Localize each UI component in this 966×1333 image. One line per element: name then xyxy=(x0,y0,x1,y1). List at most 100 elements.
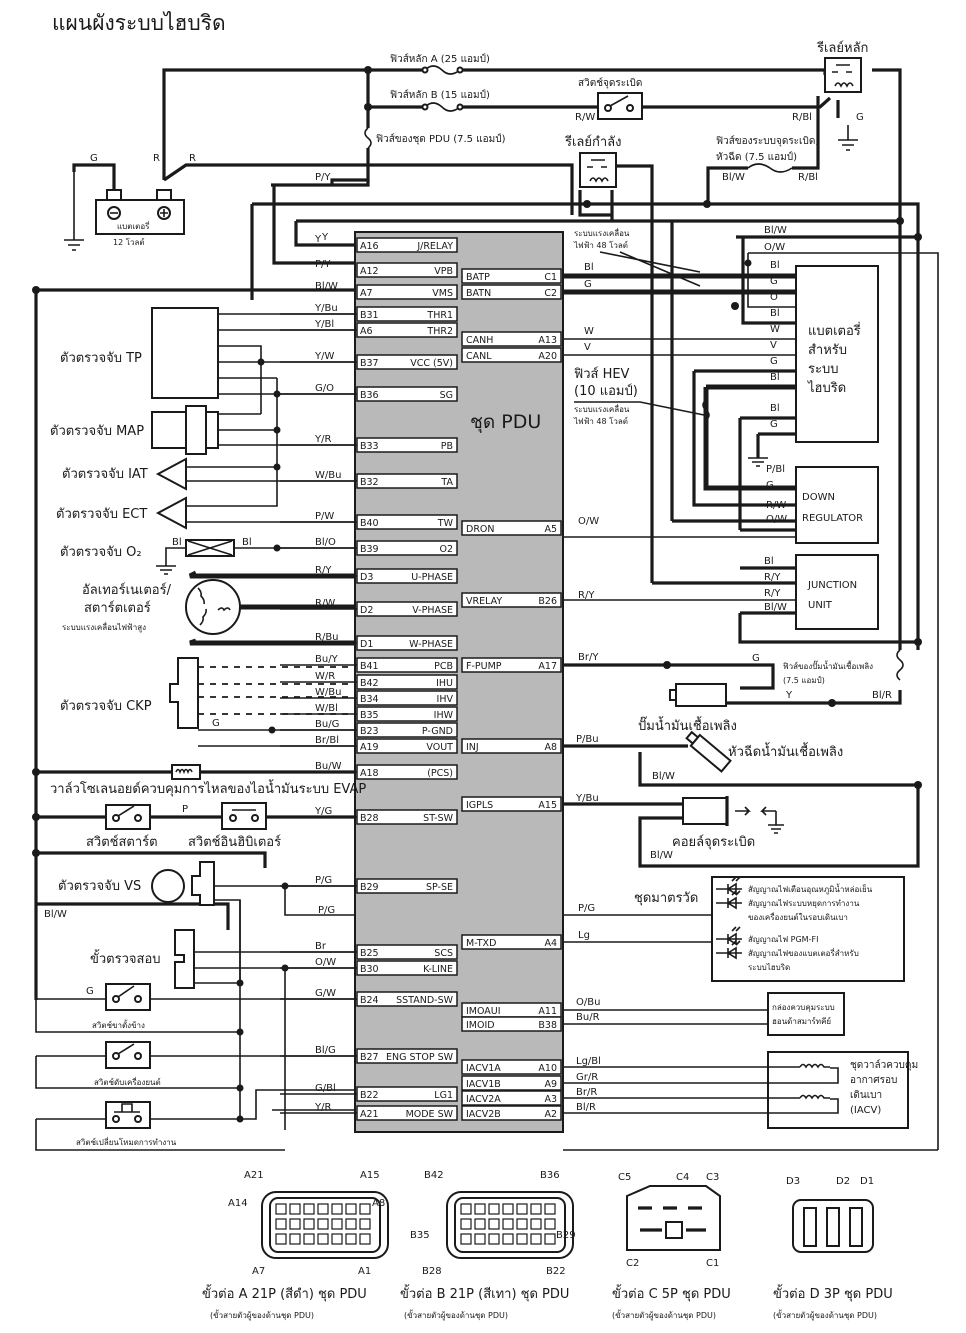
wire-label-py: P/Y xyxy=(315,172,331,183)
junction-pin-wire: Bl xyxy=(764,556,774,567)
pin-function: IMOAUI xyxy=(466,1006,501,1017)
connector-terminal xyxy=(488,1203,500,1215)
connector-terminal xyxy=(474,1233,486,1245)
gear-icon xyxy=(151,869,185,903)
iacv-label-1: ชุดวาล์วควบคุม xyxy=(850,1059,918,1071)
connector-terminal xyxy=(359,1203,371,1215)
fuel-pump xyxy=(563,649,904,707)
iacv-wire-color: Br/R xyxy=(576,1087,597,1098)
wire-label-vrelay-ry: R/Y xyxy=(578,590,595,601)
connector-terminal xyxy=(516,1233,528,1245)
wire-color-label: P/W xyxy=(315,511,334,522)
pin-function: IHU xyxy=(436,678,453,689)
connector-pin-callout: B28 xyxy=(422,1266,442,1277)
pin-id: A5 xyxy=(544,524,557,535)
connector-d-sub: (ขั้วสายตัวผู้ของด้านชุด PDU) xyxy=(773,1309,877,1321)
down-reg-pin-wire: P/Bl xyxy=(766,464,785,475)
battery-pin-wire: G xyxy=(770,419,778,430)
wire-label-canh-w: W xyxy=(584,326,594,337)
pin-function: IACV1A xyxy=(466,1063,501,1074)
warning-led-icon xyxy=(716,940,742,960)
alternator-label-2: สตาร์ตเตอร์ xyxy=(84,600,151,616)
pin-function: M-TXD xyxy=(466,938,496,949)
wire-color-label: Y xyxy=(314,234,322,245)
fuel-pump-label: ปั๊มน้ำมันเชื้อเพลิง xyxy=(638,716,737,734)
battery-pin-wire: G xyxy=(770,356,778,367)
wire-label-o2-bl1: Bl xyxy=(172,537,182,548)
pin-function: IGPLS xyxy=(466,800,493,811)
connector-pin-callout: C5 xyxy=(618,1172,631,1183)
pin-id: B35 xyxy=(360,710,379,721)
connector-pin-callout: B42 xyxy=(424,1170,444,1181)
connector-terminal xyxy=(488,1218,500,1230)
pin-id: A18 xyxy=(360,768,379,779)
connector-d-title: ขั้วต่อ D 3P ชุด PDU xyxy=(773,1284,893,1302)
wire-label-inj-pbu: P/Bu xyxy=(576,734,599,745)
down-reg-pin-wire: R/W xyxy=(766,500,786,511)
hv-48v-note-2a: ระบบแรงเคลื่อน xyxy=(574,403,630,414)
pin-function: VCC (5V) xyxy=(410,358,453,369)
hybrid-battery xyxy=(563,235,939,1150)
wire-color-label: W/R xyxy=(315,671,335,682)
connector-pin-callout: A14 xyxy=(228,1198,248,1209)
wire-label-r1: R xyxy=(153,153,160,164)
pin-id: A16 xyxy=(360,241,379,252)
battery-pin-wire: Bl xyxy=(770,260,780,271)
warning-led-icon xyxy=(716,876,742,896)
wire-color-label: R/Y xyxy=(315,565,332,576)
pin-id: C2 xyxy=(544,288,557,299)
pin-function: W-PHASE xyxy=(409,639,453,650)
pin-function: BATN xyxy=(466,288,491,299)
engine-stop-switch xyxy=(35,1041,355,1092)
iacv-wire-color: Bl/R xyxy=(576,1102,596,1113)
pin-function: THR2 xyxy=(426,326,453,337)
junction-unit xyxy=(563,260,922,646)
connector-pin-callout: D3 xyxy=(786,1176,800,1187)
pin-id: B37 xyxy=(360,358,379,369)
connector-terminal xyxy=(289,1203,301,1215)
pin-id: A2 xyxy=(544,1109,557,1120)
connector-terminal xyxy=(544,1233,556,1245)
wire-color-label: R/W xyxy=(315,598,335,609)
relay-coil-icon xyxy=(589,177,609,183)
battery-label-2: 12 โวลต์ xyxy=(113,237,145,247)
start-switch xyxy=(84,804,222,830)
wire-label-batn-g: G xyxy=(584,279,592,290)
injector-icon xyxy=(685,730,732,773)
wire-label-fp-y: Y xyxy=(785,690,793,701)
pin-function: IACV2A xyxy=(466,1094,501,1105)
pin-function: TA xyxy=(440,477,453,488)
connector-terminal xyxy=(317,1233,329,1245)
ignition-coil-label: คอยล์จุดระเบิด xyxy=(672,834,755,850)
battery-label-1: แบตเตอรี่ xyxy=(117,220,150,231)
pin-id: A11 xyxy=(538,1006,557,1017)
iacv-coil-2-icon xyxy=(799,1094,830,1100)
pin-function: SSTAND-SW xyxy=(396,995,454,1006)
pin-function: ENG STOP SW xyxy=(386,1052,454,1063)
fuel-pump-fuse-label-1: ฟิวส์ของปั๊มน้ำมันเชื้อเพลิง xyxy=(783,660,873,671)
pin-function: THR1 xyxy=(426,310,453,321)
fuse-ignition-label-1: ฟิวส์ของระบบจุดระเบิด, xyxy=(716,135,819,147)
wire-label-imoid: Bu/R xyxy=(576,1012,600,1023)
battery-pin-wire: W xyxy=(770,324,780,335)
hev-fuse-icon xyxy=(702,399,710,421)
connector-terminal xyxy=(359,1218,371,1230)
connector-c-title: ขั้วต่อ C 5P ชุด PDU xyxy=(612,1284,731,1302)
connector-terminal xyxy=(331,1203,343,1215)
fuse-pdu-icon xyxy=(364,127,372,149)
wire-color-label: G/Bl xyxy=(315,1083,336,1094)
connector-terminal xyxy=(460,1203,472,1215)
connector-b-sub: (ขั้วสายตัวผู้ของด้านชุด PDU) xyxy=(404,1309,508,1321)
